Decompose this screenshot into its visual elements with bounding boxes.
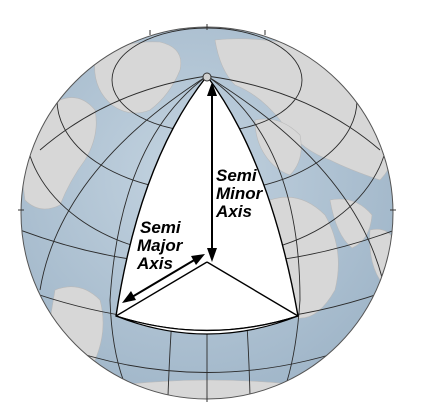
north-pole-marker <box>202 72 212 82</box>
edge-ticks <box>18 24 396 402</box>
semi-minor-axis-label: Semi Minor Axis <box>215 166 264 221</box>
semi-minor-line-1: Semi <box>216 166 258 185</box>
europe <box>254 118 302 176</box>
semi-major-line-1: Semi <box>140 218 182 237</box>
antarctica-edge <box>119 379 301 399</box>
semi-minor-axis-arrow <box>207 82 217 262</box>
arabia <box>329 198 373 249</box>
semi-major-line-2: Major <box>137 236 184 255</box>
semi-major-line-3: Axis <box>136 254 173 273</box>
semi-minor-line-3: Axis <box>215 202 252 221</box>
semi-major-axis-label: Semi Major Axis <box>136 218 184 273</box>
cutaway-edges <box>115 261 299 317</box>
semi-minor-line-2: Minor <box>216 184 264 203</box>
semi-major-axis-arrow <box>122 254 205 303</box>
